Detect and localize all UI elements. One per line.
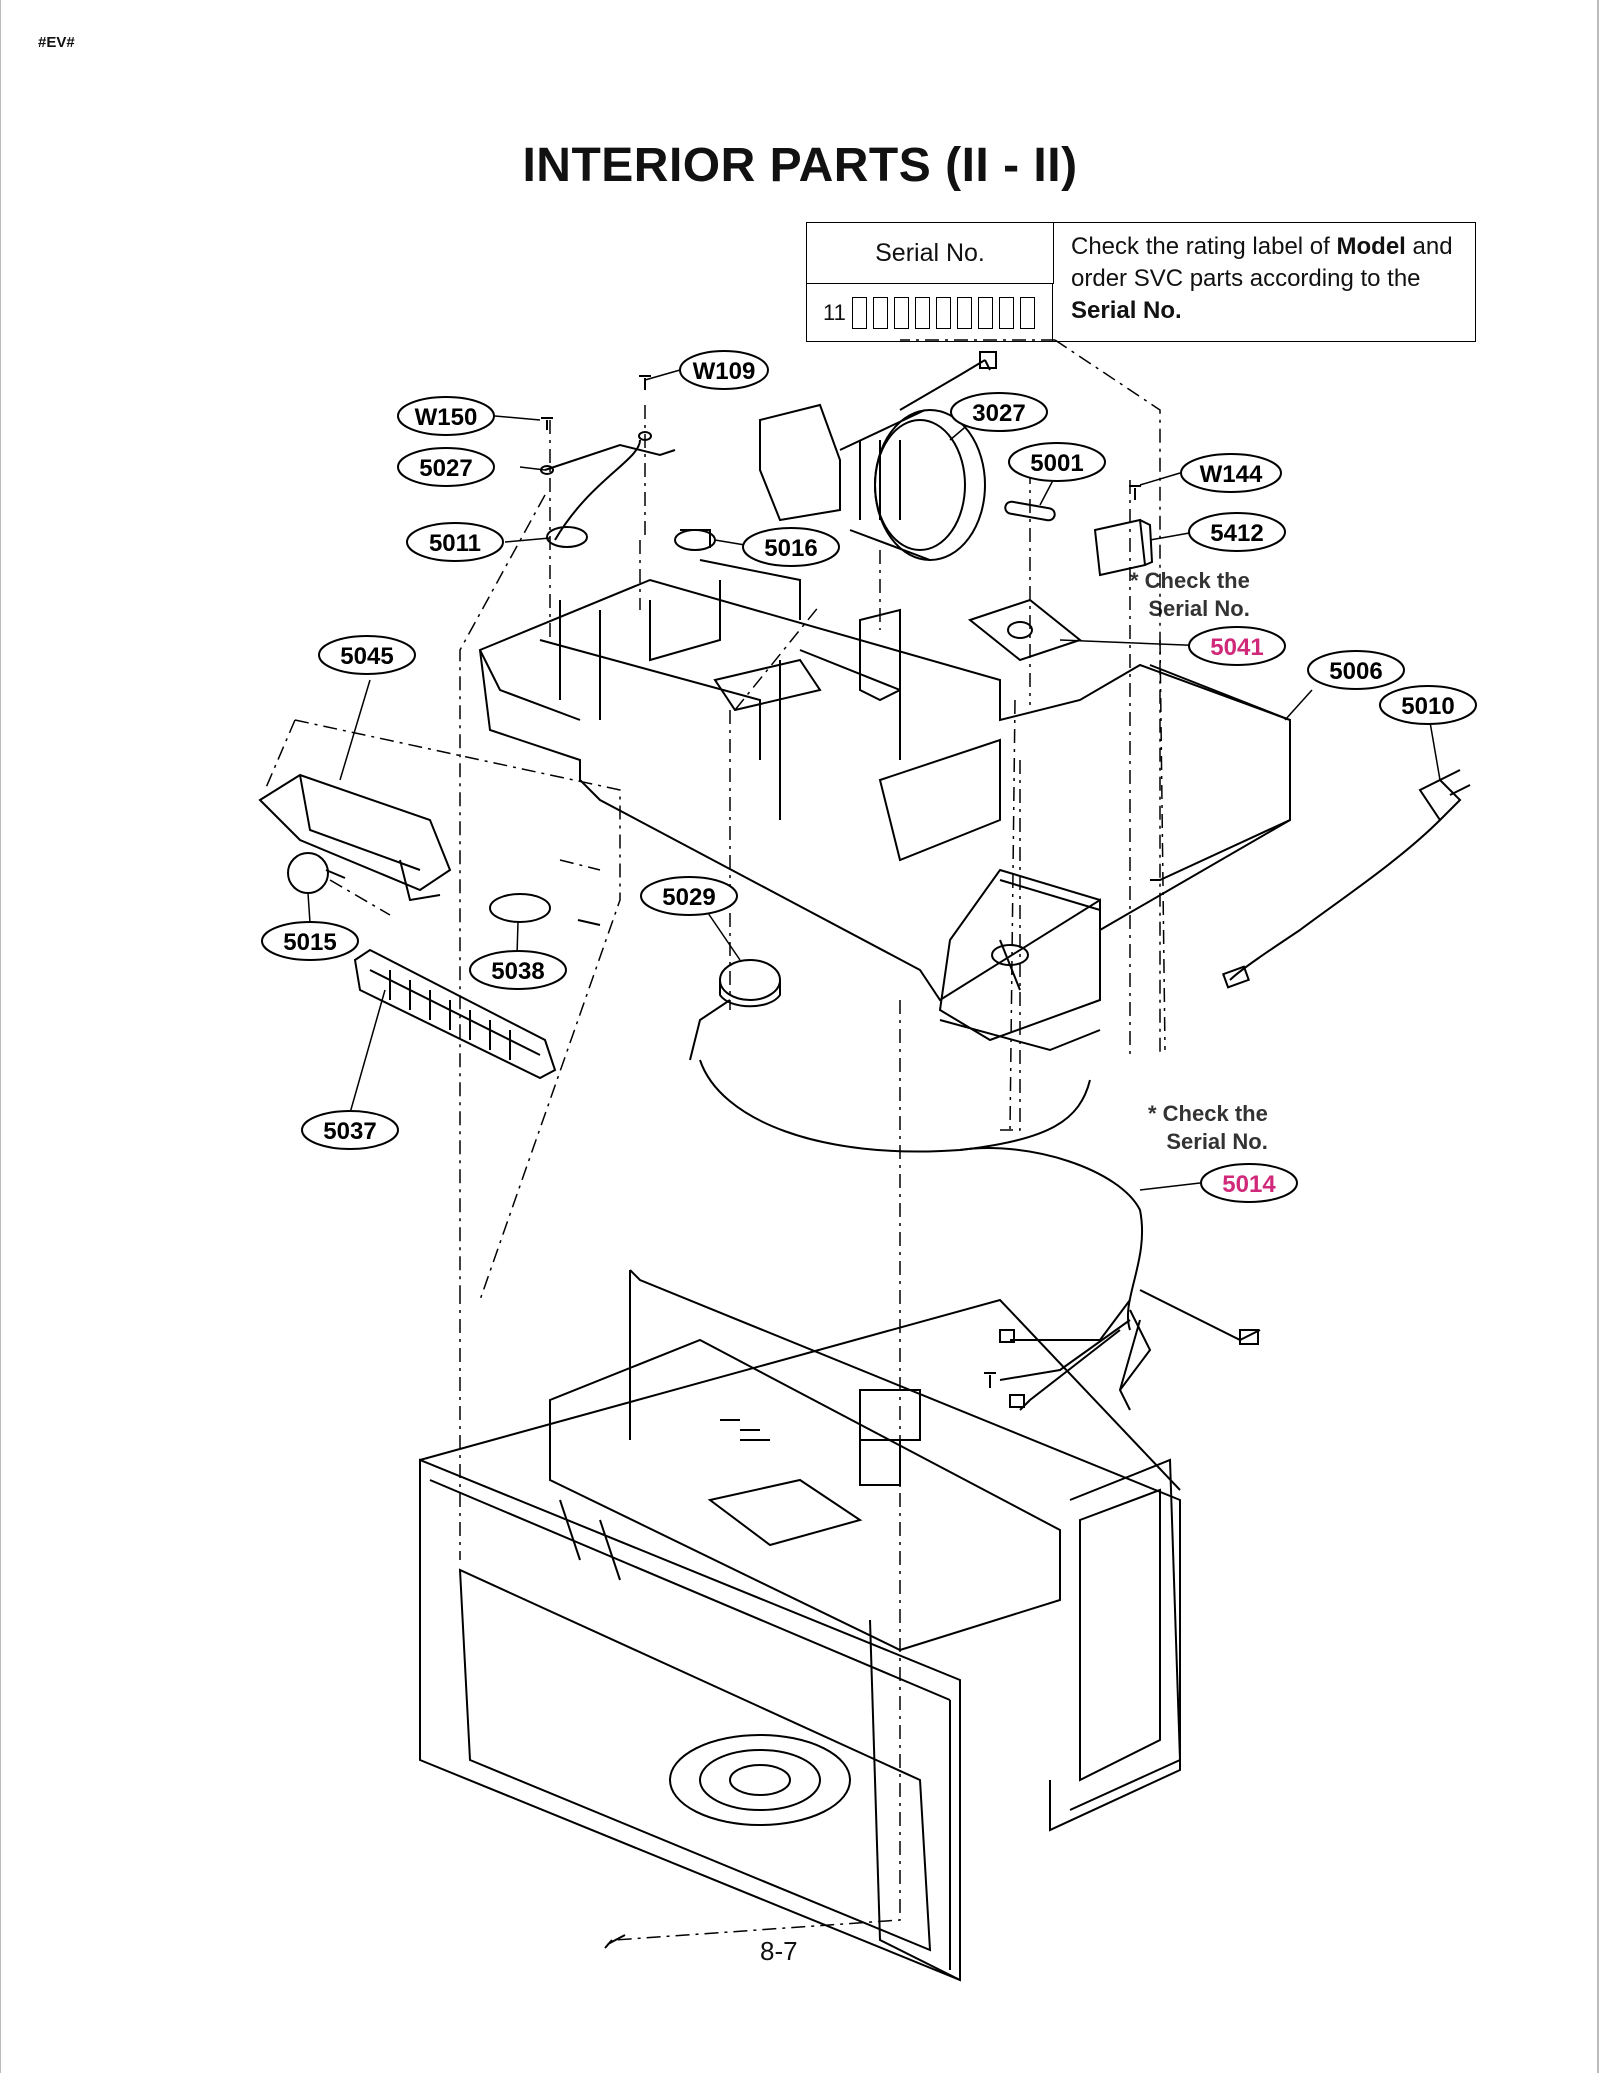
- note-serial: Serial No.: [1071, 297, 1182, 324]
- serial-digit-box: [1019, 296, 1035, 329]
- callout-W150: W150: [397, 396, 495, 436]
- serial-prefix: 11: [823, 299, 846, 325]
- callout-5041: 5041: [1188, 626, 1286, 666]
- fuse-5001: [1004, 500, 1056, 522]
- callout-label: 3027: [972, 400, 1025, 427]
- thermal-cutout-5011: [544, 439, 676, 548]
- check-line-1: * Check the: [1130, 568, 1250, 593]
- callout-W109: W109: [679, 350, 769, 390]
- callout-label: 5006: [1329, 658, 1382, 685]
- callout-label: 5412: [1210, 520, 1263, 547]
- serial-digit-box: [893, 296, 909, 329]
- callout-5029: 5029: [640, 876, 738, 916]
- assembly-guide-lines: [264, 339, 1166, 1941]
- callout-5014: 5014: [1200, 1163, 1298, 1203]
- serial-digit-box: [935, 296, 951, 329]
- serial-digit-box: [851, 296, 867, 329]
- check-serial-note-upper: * Check the Serial No.: [1130, 567, 1250, 623]
- callout-3027: 3027: [950, 392, 1048, 432]
- callout-5001: 5001: [1008, 442, 1106, 482]
- screw-bottom: [604, 1934, 626, 1949]
- oven-cavity: [419, 1269, 1182, 1982]
- serial-heading: Serial No.: [807, 223, 1054, 284]
- callout-5011: 5011: [406, 522, 504, 562]
- pcb-5041: [967, 598, 1083, 662]
- serial-digit-box: [872, 296, 888, 329]
- callout-label: 5041: [1210, 634, 1263, 661]
- lamp-housing-5045: [258, 773, 452, 902]
- serial-note: Check the rating label of Model and orde…: [1071, 231, 1466, 327]
- callout-label: W144: [1200, 461, 1263, 488]
- callout-5412: 5412: [1188, 512, 1286, 552]
- note-text-1: Check the rating label of: [1071, 233, 1337, 260]
- callout-label: 5011: [429, 530, 481, 557]
- note-model: Model: [1336, 233, 1406, 260]
- fan-motor-3027: [759, 351, 997, 561]
- socket-5038: [489, 893, 601, 926]
- leader-lines: [307, 369, 1441, 1191]
- note-text-2: and order SVC parts according to the: [1071, 233, 1453, 292]
- callout-5038: 5038: [469, 950, 567, 990]
- callout-label: 5010: [1401, 693, 1454, 720]
- document-code: #EV#: [38, 34, 75, 51]
- page-number: 8-7: [760, 1936, 798, 1966]
- screw-harness: [984, 1372, 996, 1388]
- serial-code-field: 11: [807, 284, 1053, 341]
- base-plate-5006: [478, 559, 1291, 1052]
- page-title: INTERIOR PARTS (II - II): [522, 139, 1078, 192]
- thermostat-5016: [674, 529, 716, 551]
- callout-W144: W144: [1180, 453, 1282, 493]
- callout-5015: 5015: [261, 921, 359, 961]
- check-line-2: Serial No.: [1148, 596, 1250, 621]
- grille-5037: [353, 948, 557, 1080]
- serial-digit-box: [956, 296, 972, 329]
- callout-label: 5029: [662, 884, 715, 911]
- turntable-motor-5029: [689, 959, 781, 1061]
- power-cord-5010: [1221, 769, 1471, 989]
- callout-label: W109: [693, 358, 756, 385]
- callout-label: W150: [415, 404, 478, 431]
- lamp-5015: [287, 852, 346, 894]
- serial-digit-box: [914, 296, 930, 329]
- drawing-linework: [258, 339, 1471, 1982]
- callout-label: 5045: [340, 643, 393, 670]
- callout-5006: 5006: [1307, 650, 1405, 690]
- callout-label: 5015: [283, 929, 336, 956]
- callout-5016: 5016: [742, 527, 840, 567]
- serial-number-table: Serial No. 11 Check the rating label of …: [806, 222, 1476, 342]
- check-serial-note-lower: * Check the Serial No.: [1148, 1100, 1268, 1156]
- check-line-2: Serial No.: [1166, 1129, 1268, 1154]
- callout-label: 5038: [491, 958, 544, 985]
- callout-5010: 5010: [1379, 685, 1477, 725]
- wire-harness-5014: [699, 1059, 1261, 1411]
- serial-digit-box: [977, 296, 993, 329]
- callout-5037: 5037: [301, 1110, 399, 1150]
- check-line-1: * Check the: [1148, 1101, 1268, 1126]
- callout-label: 5014: [1222, 1171, 1276, 1198]
- callouts: W109 W150 5027 3027 5001 W144: [261, 350, 1477, 1203]
- callout-label: 5016: [764, 535, 817, 562]
- callout-label: 5037: [323, 1118, 376, 1145]
- callout-5027: 5027: [397, 447, 495, 487]
- callout-5045: 5045: [318, 635, 416, 675]
- noise-filter-5412: [1093, 518, 1154, 577]
- serial-digit-box: [998, 296, 1014, 329]
- callout-label: 5027: [419, 455, 472, 482]
- callout-label: 5001: [1030, 450, 1083, 477]
